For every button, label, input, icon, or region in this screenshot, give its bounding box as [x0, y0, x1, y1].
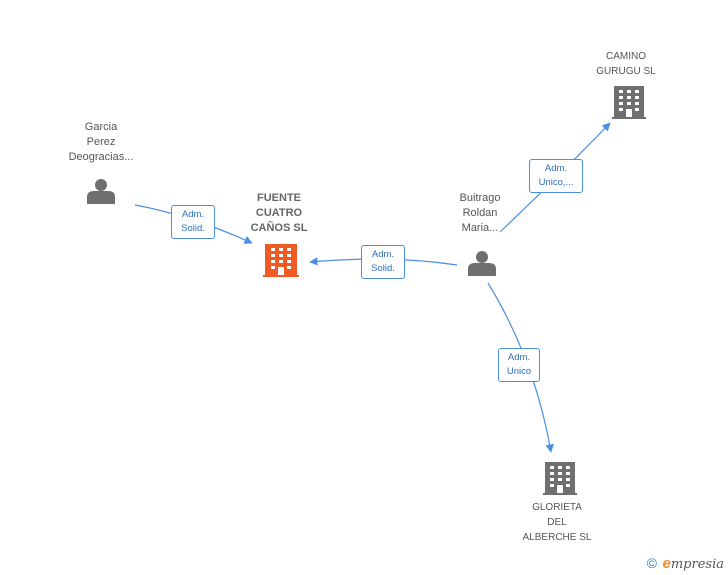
person-icon[interactable] — [87, 179, 115, 204]
label-line: Deogracias... — [68, 151, 134, 163]
label-line: Maria... — [461, 222, 499, 234]
label-line: DEL — [547, 517, 567, 528]
node-label-buitrago[interactable]: Buitrago Roldan Maria... — [430, 191, 530, 236]
edge-label-line: Unico,... — [538, 177, 574, 188]
label-line: CAMINO — [606, 51, 646, 62]
building-icon[interactable] — [263, 244, 299, 277]
edge-label-line: Solid. — [181, 223, 205, 234]
edge-label-buitrago-fuente[interactable]: Adm. Solid. — [361, 245, 405, 279]
node-label-fuente[interactable]: FUENTE CUATRO CAÑOS SL — [229, 191, 329, 236]
edge-label-buitrago-camino[interactable]: Adm. Unico,... — [529, 159, 583, 193]
label-line: CAÑOS SL — [250, 222, 308, 234]
label-line: GLORIETA — [532, 502, 582, 513]
edge-label-buitrago-glorieta[interactable]: Adm. Unico — [498, 348, 540, 382]
brand-logo-e: e — [662, 555, 671, 572]
edge-label-line: Adm. — [181, 209, 205, 220]
label-line: CUATRO — [255, 207, 303, 219]
node-label-garcia[interactable]: Garcia Perez Deogracias... — [51, 120, 151, 165]
brand-logo: empresia — [662, 555, 724, 572]
brand-logo-text: mpresia — [670, 557, 724, 572]
label-line: Roldan — [462, 207, 498, 219]
edge-label-garcia-fuente[interactable]: Adm. Solid. — [171, 205, 215, 239]
node-label-camino[interactable]: CAMINO GURUGU SL — [576, 49, 676, 79]
edge-label-line: Adm. — [544, 163, 568, 174]
label-line: FUENTE — [257, 192, 301, 204]
edge-label-line: Unico — [506, 366, 532, 377]
brand-footer: © empresia — [647, 555, 724, 572]
node-label-glorieta[interactable]: GLORIETA DEL ALBERCHE SL — [507, 500, 607, 545]
copyright-icon: © — [646, 555, 657, 571]
edge-label-line: Adm. — [371, 249, 395, 260]
label-line: ALBERCHE SL — [522, 532, 592, 543]
edge-label-line: Adm. — [507, 352, 531, 363]
label-line: GURUGU SL — [596, 66, 656, 77]
building-icon[interactable] — [543, 462, 577, 495]
building-icon[interactable] — [612, 86, 646, 119]
edge-label-line: Solid. — [371, 263, 395, 274]
label-line: Perez — [86, 136, 116, 148]
label-line: Buitrago — [459, 192, 501, 204]
person-icon[interactable] — [468, 251, 496, 276]
label-line: Garcia — [84, 121, 118, 133]
